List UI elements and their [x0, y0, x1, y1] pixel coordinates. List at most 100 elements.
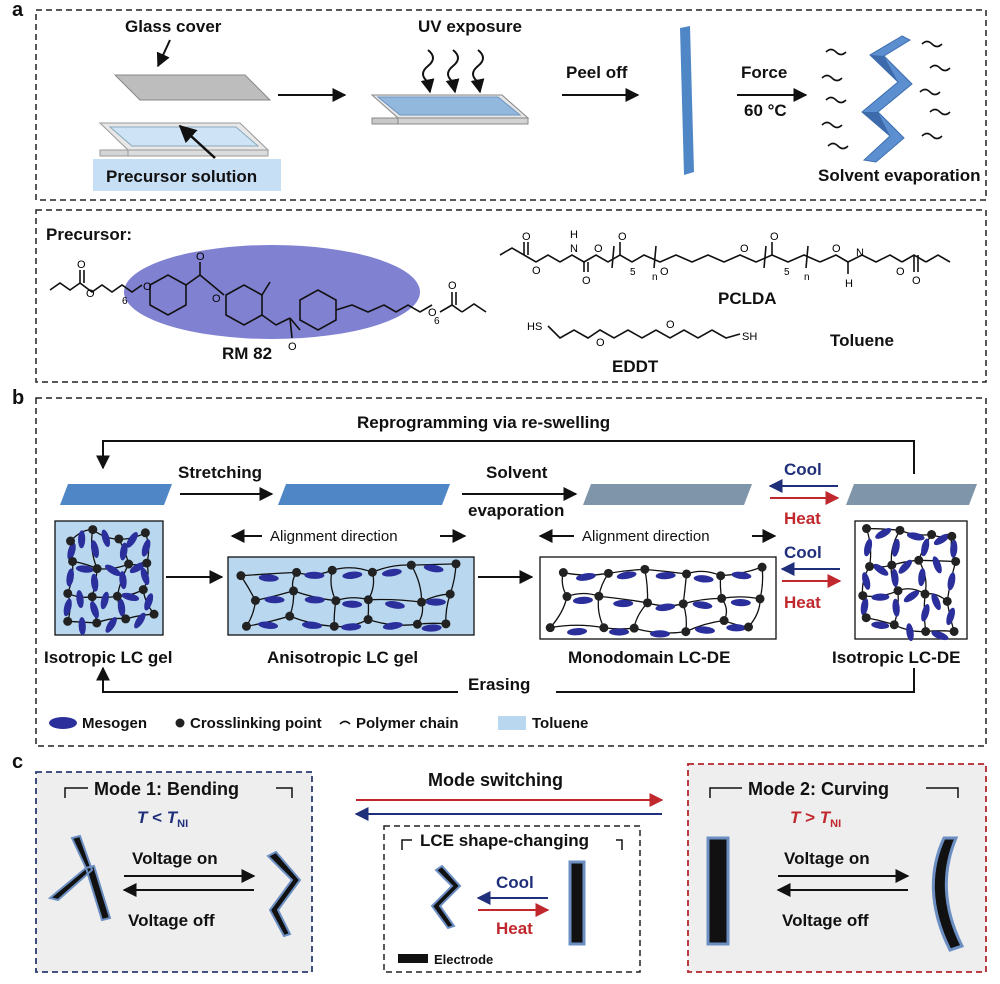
crosslink-point [744, 622, 753, 631]
cool-label-b2: Cool [784, 543, 822, 562]
pclda-sub-n-2: n [804, 272, 810, 283]
crosslink-point [251, 596, 260, 605]
crosslink-point [68, 557, 77, 566]
pclda-atom-h-1: H [570, 229, 578, 241]
pclda-atom-n-1: N [570, 243, 578, 255]
crosslink-point [114, 534, 123, 543]
rm82-atom-o-5: O [212, 293, 221, 305]
pclda-atom-o-1: O [522, 231, 531, 243]
uv-exposure-illustration [372, 50, 528, 124]
crosslink-point [630, 624, 639, 633]
peeled-film [680, 26, 694, 175]
pclda-label: PCLDA [718, 289, 777, 308]
isotropic-lc-de-label: Isotropic LC-DE [832, 648, 960, 667]
pclda-structure [500, 242, 950, 274]
crosslink-point [716, 571, 725, 580]
heat-label-b2: Heat [784, 593, 821, 612]
mode1-voltage-on: Voltage on [132, 849, 218, 868]
anisotropic-lc-gel-label: Anisotropic LC gel [267, 648, 418, 667]
rm82-structure [50, 245, 486, 339]
panel-a-letter: a [12, 0, 24, 21]
panel-b-letter: b [12, 387, 24, 409]
toluene-label: Toluene [830, 331, 894, 350]
mode2-flat-film [708, 838, 728, 944]
crosslink-point [142, 559, 151, 568]
crosslink-point [242, 622, 251, 631]
legend-chain-label: Polymer chain [356, 715, 459, 732]
eddt-atom-o-1: O [596, 337, 605, 349]
crosslink-point [950, 627, 959, 636]
crosslink-point [951, 557, 960, 566]
eddt-atom-hs: HS [527, 321, 542, 333]
mode1-box [36, 772, 312, 972]
crosslink-point [124, 560, 133, 569]
legend-mesogen-icon [49, 717, 77, 729]
eddt-atom-o-2: O [666, 319, 675, 331]
isotropic-lc-gel-label: Isotropic LC gel [44, 648, 172, 667]
crosslink-point [887, 561, 896, 570]
rm82-atom-o-2: O [86, 288, 95, 300]
crosslink-point [88, 592, 97, 601]
rm82-sub-6-left: 6 [122, 296, 128, 307]
crosslink-point [417, 598, 426, 607]
glass-cover-label: Glass cover [125, 17, 222, 36]
crosslink-point [758, 563, 767, 572]
heat-label-b1: Heat [784, 509, 821, 528]
crosslink-point [289, 586, 298, 595]
legend-mesogen-label: Mesogen [82, 715, 147, 732]
rm82-atom-o-3: O [143, 281, 152, 293]
pclda-atom-o-2: O [532, 265, 541, 277]
crosslink-point [88, 525, 97, 534]
crosslink-point [679, 599, 688, 608]
crosslink-point [452, 559, 461, 568]
crosslink-point [594, 592, 603, 601]
pclda-atom-h-2: H [845, 278, 853, 290]
pclda-atom-n-2: N [856, 247, 864, 259]
isotropic-de-network [855, 521, 967, 642]
crosslink-point [330, 622, 339, 631]
solvent-evaporation-label: Solvent evaporation [818, 166, 980, 185]
crosslink-point [914, 556, 923, 565]
rm82-label: RM 82 [222, 344, 272, 363]
crosslink-point [63, 589, 72, 598]
pclda-atom-o-6: O [660, 266, 669, 278]
pclda-sub-n-1: n [652, 272, 658, 283]
rm82-atom-o-8: O [448, 280, 457, 292]
mode2-cond-op: > [800, 808, 819, 827]
legend-crosslink-label: Crosslinking point [190, 715, 322, 732]
legend-toluene-icon [498, 716, 526, 730]
stretching-label: Stretching [178, 463, 262, 482]
crosslink-point [141, 528, 150, 537]
mode1-cond-op: < [147, 808, 166, 827]
mesogen [609, 628, 629, 635]
erasing-label: Erasing [468, 675, 530, 694]
anisotropic-gel-network [228, 557, 474, 635]
eddt-structure [548, 326, 740, 338]
pclda-atom-o-10: O [912, 275, 921, 287]
solvent-label: Solvent [486, 463, 548, 482]
eddt-atom-sh: SH [742, 331, 757, 343]
crosslink-point [862, 613, 871, 622]
legend-chain-icon [340, 722, 350, 725]
crosslink-point [717, 594, 726, 603]
crosslink-point [66, 537, 75, 546]
crosslink-point [368, 568, 377, 577]
pclda-atom-o-4: O [594, 243, 603, 255]
crosslink-point [681, 627, 690, 636]
peel-off-label: Peel off [566, 63, 628, 82]
pclda-atom-o-11: O [896, 266, 905, 278]
crosslink-point [121, 614, 130, 623]
crosslink-point [643, 598, 652, 607]
mode1-voltage-off: Voltage off [128, 911, 215, 930]
crosslink-point [865, 562, 874, 571]
mode2-voltage-on: Voltage on [784, 849, 870, 868]
crosslink-point [562, 592, 571, 601]
rm82-atom-o-6: O [288, 341, 297, 353]
crosslink-point [720, 616, 729, 625]
rm82-sub-6-right: 6 [434, 316, 440, 327]
crosslink-point [285, 612, 294, 621]
crosslink-point [862, 524, 871, 533]
electrode-legend-icon [398, 954, 428, 963]
lce-cool-label: Cool [496, 873, 534, 892]
pclda-atom-o-8: O [770, 231, 779, 243]
